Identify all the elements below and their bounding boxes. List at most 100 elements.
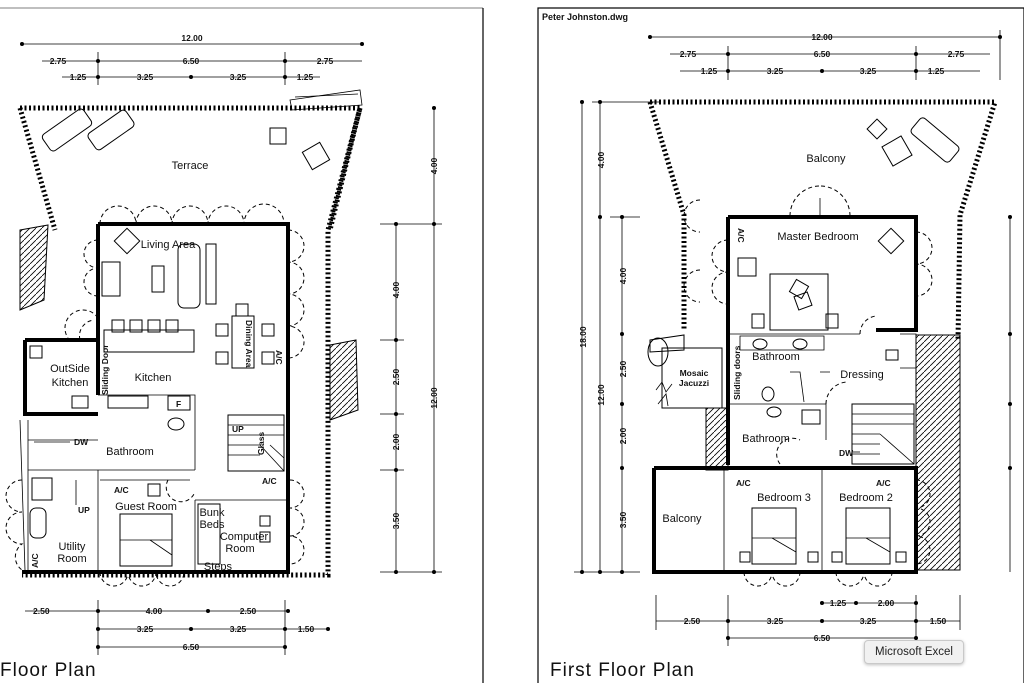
first-bdim-r0-0: 1.25 [830, 598, 847, 608]
ground-up2-label: UP [78, 505, 90, 515]
plant-icon [647, 337, 669, 367]
sink-icon [167, 417, 185, 431]
chair-icon [737, 257, 757, 277]
bedroom-3-bed [751, 507, 797, 565]
side-steps-left [19, 224, 49, 311]
ground-dim-r3-1: 3.25 [137, 72, 154, 82]
ground-dim-top-left: 2.75 [50, 56, 67, 66]
outside-kitchen-label-2: Kitchen [52, 377, 89, 389]
first-ldim-inner-0: 4.00 [618, 267, 628, 284]
dressing-label: Dressing [840, 369, 883, 381]
first-ldim-mid-0: 4.00 [596, 151, 606, 168]
ground-stairs [227, 414, 285, 472]
ground-rdim-0: 4.00 [391, 281, 401, 298]
first-dim-overall: 12.00 [811, 32, 833, 42]
terrace-label: Terrace [172, 160, 209, 172]
ground-rdim-1: 2.50 [391, 368, 401, 385]
ground-top-dimensions: 12.00 2.75 6.50 2.75 1.25 3.25 3.25 1.25 [20, 33, 364, 85]
bedroom-2-bed [845, 507, 891, 565]
bedroom-3-label: Bedroom 3 [757, 492, 811, 504]
ground-ac-utility: A/C [30, 553, 40, 568]
first-bdim-0: 2.50 [684, 616, 701, 626]
first-floor-caption: First Floor Plan [550, 660, 695, 681]
jacuzzi-area [661, 347, 723, 409]
dining-area-label: Dining Area [244, 320, 254, 368]
ground-dim-top-mid: 6.50 [183, 56, 200, 66]
sliding-door-label: Sliding Door [100, 344, 110, 395]
mosaic-label-2: Jacuzzi [679, 378, 709, 388]
first-bottom-dimensions: 1.25 2.00 2.50 3.25 3.25 1.50 6.50 [655, 595, 961, 646]
ground-bdim-2: 2.50 [240, 606, 257, 616]
ground-rdim-outer-1: 12.00 [429, 387, 439, 409]
first-outer-wall [650, 99, 999, 341]
bedroom-2-label: Bedroom 2 [839, 492, 893, 504]
first-bdim-3: 1.50 [930, 616, 947, 626]
chair-icon [269, 127, 287, 145]
guest-room-label: Guest Room [115, 501, 177, 513]
ground-bdim-4: 3.25 [230, 624, 247, 634]
chair-icon [301, 141, 331, 171]
first-dim-top-0: 2.75 [680, 49, 697, 59]
toilet-icon [761, 386, 775, 402]
first-ac-bed2: A/C [876, 478, 891, 488]
ground-rdim-2: 2.00 [391, 433, 401, 450]
armchair-icon [877, 227, 905, 255]
house-wall [22, 222, 290, 574]
balcony-left-label: Balcony [662, 513, 702, 525]
first-ldim-mid-1: 12.00 [596, 384, 606, 406]
first-sheet-border [537, 7, 1024, 688]
ground-up-label: UP [232, 424, 244, 434]
lounger-icon [41, 108, 93, 152]
ground-dim-r3-2: 3.25 [230, 72, 247, 82]
cabinet [101, 261, 121, 297]
ground-outer-wall [20, 105, 364, 578]
ground-bdim-0: 2.50 [33, 606, 50, 616]
first-dim-top-2: 2.75 [948, 49, 965, 59]
ground-bdim-1: 4.00 [146, 606, 163, 616]
first-ldim-inner-2: 2.00 [618, 427, 628, 444]
ground-floor-plan: 12.00 2.75 6.50 2.75 1.25 3.25 3.25 1.25… [0, 33, 442, 681]
first-bdim-r0-1: 2.00 [878, 598, 895, 608]
first-bathroom-2-label: Bathroom [742, 433, 790, 445]
hatched-wall-left [705, 407, 729, 471]
ground-rdim-3: 3.50 [391, 512, 401, 529]
ground-dim-r3-0: 1.25 [70, 72, 87, 82]
ground-floor-caption: Floor Plan [0, 660, 97, 681]
balcony-top-label: Balcony [806, 153, 846, 165]
ground-bdim-5: 1.50 [298, 624, 315, 634]
file-label: Peter Johnston.dwg [542, 12, 628, 22]
first-dim-top-1: 6.50 [814, 49, 831, 59]
first-ldim-inner-3: 3.50 [618, 511, 628, 528]
ground-dw-label: DW [74, 437, 89, 447]
lounger-icon [87, 109, 135, 151]
ground-bathroom-label: Bathroom [106, 446, 154, 458]
side-steps-right [329, 339, 359, 421]
first-ac-master: A/C [736, 228, 746, 243]
bunk-beds-label-2: Beds [199, 519, 225, 531]
kitchen-label: Kitchen [135, 372, 172, 384]
ground-rdim-outer-0: 4.00 [429, 157, 439, 174]
ground-bottom-dimensions: 2.50 4.00 2.50 3.25 3.25 1.50 6.50 [25, 600, 330, 655]
mosaic-label-1: Mosaic [680, 368, 709, 378]
first-right-partial-dims [1008, 215, 1012, 572]
ground-dim-top-right: 2.75 [317, 56, 334, 66]
first-left-dimensions: 18.00 4.00 12.00 4.00 2.50 2.00 3.50 [574, 100, 660, 574]
bunk-beds-label-1: Bunk [199, 507, 225, 519]
outside-kitchen-label-1: OutSide [50, 363, 90, 375]
ground-right-dimensions: 4.00 2.50 2.00 3.50 4.00 12.00 [380, 106, 442, 574]
sink-icon [766, 406, 782, 418]
steps-label: Steps [204, 561, 233, 573]
master-bed [769, 273, 829, 331]
ground-dim-r3-3: 1.25 [297, 72, 314, 82]
ground-ac-guest: A/C [114, 485, 129, 495]
chair-icon [866, 118, 888, 140]
ground-ac-dining: A/C [274, 350, 284, 365]
sliding-doors-label: Sliding doors [732, 345, 742, 400]
first-top-dimensions: 12.00 2.75 6.50 2.75 1.25 3.25 3.25 1.25 [648, 30, 1002, 80]
utility-room-label-2: Room [57, 553, 86, 565]
sofa-icon [177, 243, 201, 309]
master-bedroom-wall [728, 215, 918, 332]
first-bdim-overall: 6.50 [814, 633, 831, 643]
lounger-icon [910, 117, 960, 163]
